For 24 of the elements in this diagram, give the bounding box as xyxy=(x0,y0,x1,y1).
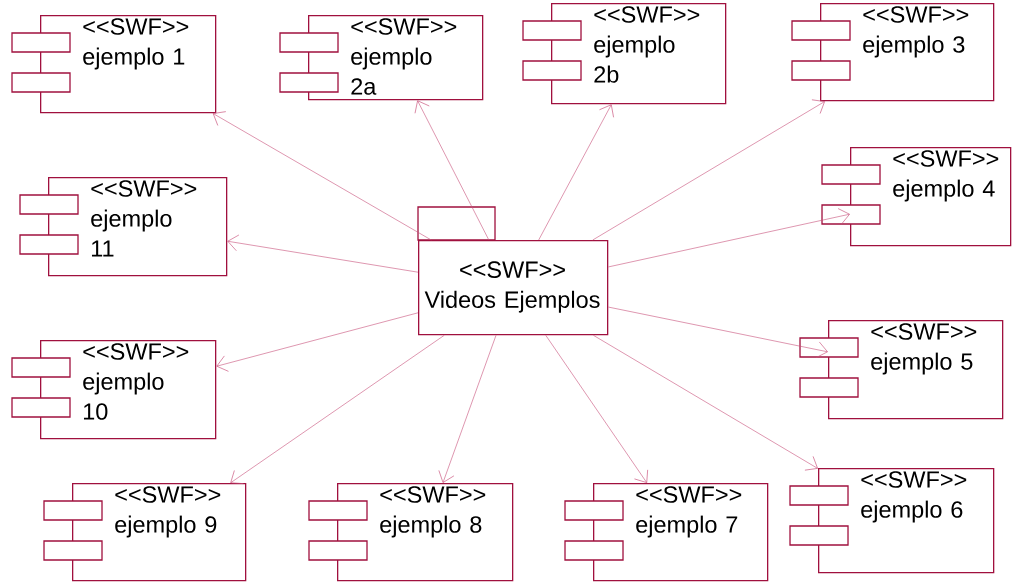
component-box: <<SWF>> ejemplo 5 xyxy=(799,320,1004,420)
component-box: <<SWF>> ejemplo 9 xyxy=(43,483,247,582)
component-box: <<SWF>> ejemplo 3 xyxy=(791,3,995,102)
component-box: <<SWF>> ejemplo 7 xyxy=(564,483,769,582)
arrow xyxy=(216,312,419,372)
arrow xyxy=(608,208,850,268)
component-box: <<SWF>> ejemplo 4 xyxy=(821,147,1012,247)
component-box: <<SWF>> ejemplo 6 xyxy=(789,468,995,574)
arrow xyxy=(438,335,497,483)
arrow xyxy=(230,335,445,484)
component-box: <<SWF>> ejemplo 11 xyxy=(19,177,228,277)
arrow xyxy=(212,111,432,241)
component-box: <<SWF>> ejemplo 8 xyxy=(308,483,514,582)
component-box: <<SWF>> ejemplo 2a xyxy=(279,15,484,101)
package-box: <<SWF>> Videos Ejemplos xyxy=(417,206,609,336)
arrow xyxy=(538,104,614,241)
component-box: <<SWF>> ejemplo 2b xyxy=(522,3,727,105)
arrow xyxy=(608,306,828,358)
arrow xyxy=(593,335,818,471)
component-box: <<SWF>> ejemplo 10 xyxy=(11,340,217,440)
arrow xyxy=(227,234,419,273)
arrow xyxy=(545,335,648,483)
component-box: <<SWF>> ejemplo 1 xyxy=(11,15,217,114)
arrow xyxy=(592,99,825,241)
